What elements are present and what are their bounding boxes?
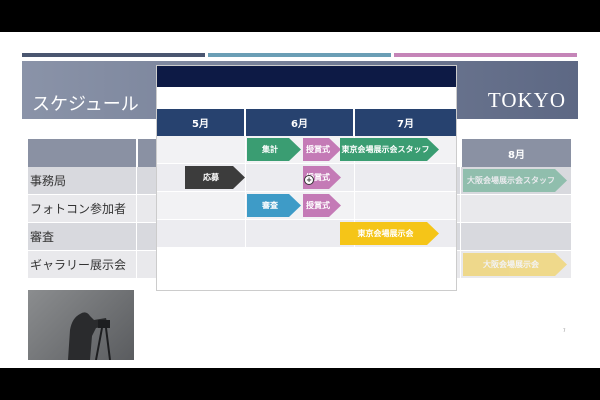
row-label-gallery: ギャラリー展示会 [30,258,127,272]
column-divider [460,167,461,280]
task-arrow-osaka-show: 大阪会場展示会 [463,253,567,276]
slide-preview-window[interactable]: 5月 6月 7月 集計 授賞式 東京会場展示会スタッフ 応募 授賞式 審査 授賞… [157,66,456,290]
bottom-letterbox [0,368,600,400]
preview-title-bar[interactable] [157,66,456,87]
task-arrow-osaka-staff: 大阪会場展示会スタッフ [463,169,567,192]
task-arrow-tokyo-show: 東京会場展示会 [340,222,439,245]
task-arrow-tokyo-staff: 東京会場展示会スタッフ [340,138,439,161]
photographer-photo [28,290,134,361]
header-blank-cell [28,139,136,167]
slide-subtitle: TOKYO [487,88,566,112]
task-arrow-award-ceremony: 授賞式 [303,194,341,217]
task-arrow-judging: 審査 [247,194,301,217]
decor-bar-3 [394,53,577,57]
decor-bar-2 [208,53,391,57]
task-arrow-award-ceremony: 授賞式 [303,138,341,161]
row-label-judging: 審査 [30,230,55,244]
column-divider [136,167,137,280]
photographer-silhouette-icon [68,312,111,361]
preview-month-header-june: 6月 [246,109,353,136]
preview-column-divider [245,136,246,249]
task-arrow-submission: 応募 [185,166,245,189]
month-header-august: 8月 [462,139,571,167]
row-label-office: 事務局 [30,174,67,188]
row-label-participants: フォトコン参加者 [30,202,127,216]
preview-month-header-may: 5月 [157,109,244,136]
preview-column-divider [354,136,355,249]
slide-title: スケジュール [32,94,139,115]
preview-month-header-july: 7月 [355,109,456,136]
header-blank-cell-2 [138,139,156,167]
decor-bar-1 [22,53,205,57]
page-number: 7 [563,328,566,333]
plus-cursor-icon: + [304,175,314,185]
task-arrow-tabulation: 集計 [247,138,301,161]
